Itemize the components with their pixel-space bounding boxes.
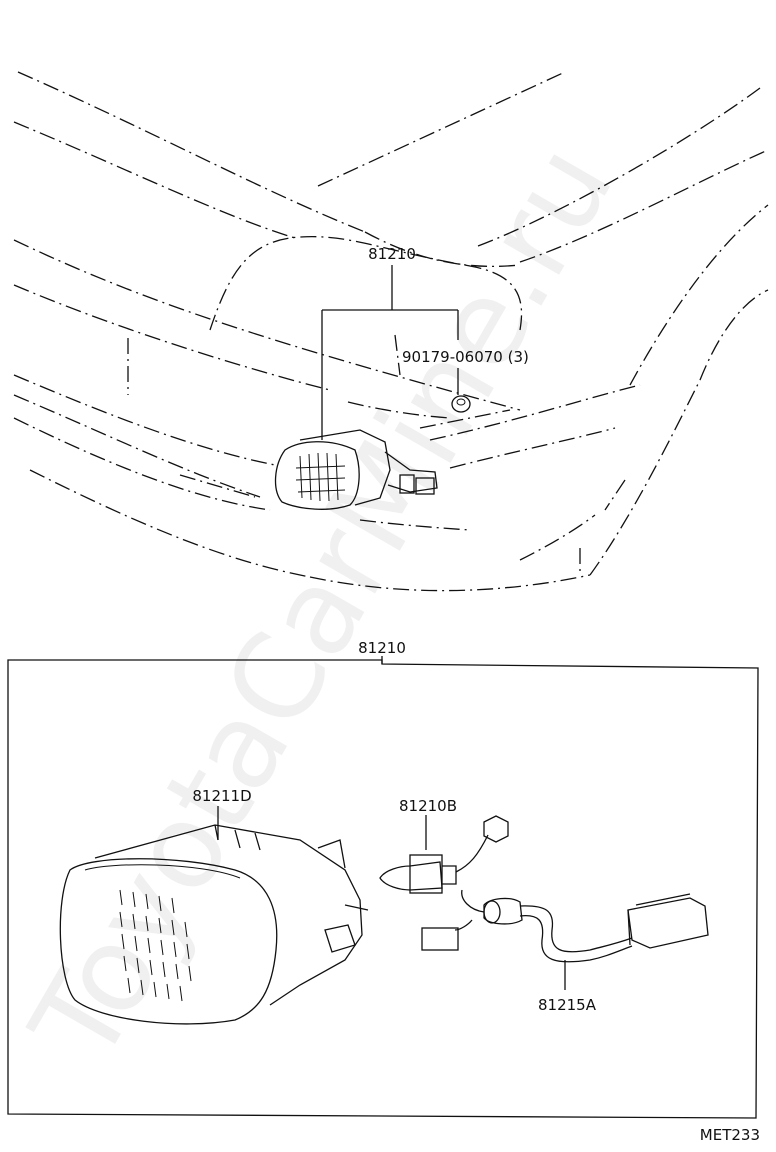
label-assembly-top: 81210 — [368, 245, 416, 263]
bulb-part — [379, 815, 509, 894]
figure-code: MET233 — [700, 1126, 760, 1144]
fog-lamp-top-view — [274, 429, 438, 510]
assembly-box — [7, 656, 759, 1119]
label-bulb: 81210B — [399, 797, 457, 815]
label-wire: 81215A — [538, 996, 597, 1014]
socket-wire-part — [421, 889, 709, 990]
watermark: ToyotaCarMine.ru — [4, 122, 639, 1085]
bolt-part — [451, 395, 471, 413]
top-callout-lines — [321, 265, 459, 440]
label-bolt: 90179-06070 (3) — [402, 348, 529, 366]
lamp-unit — [59, 824, 369, 1025]
vehicle-body-outline — [13, 71, 769, 592]
label-lamp-unit: 81211D — [192, 787, 251, 805]
label-assembly-box: 81210 — [358, 639, 406, 657]
